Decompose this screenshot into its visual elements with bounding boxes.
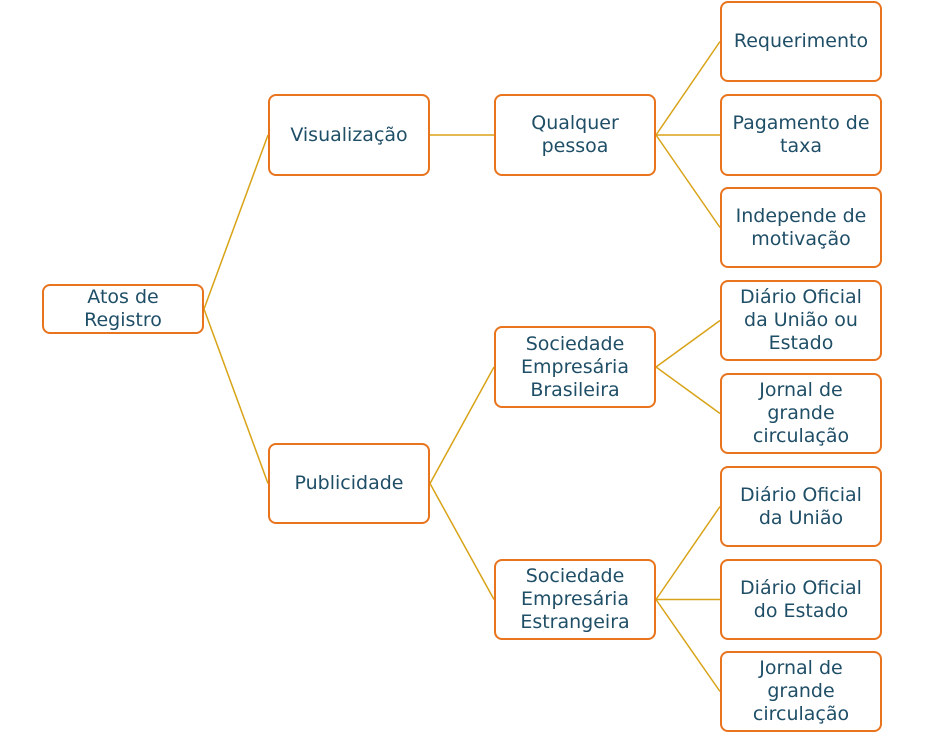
node-requerimento: Requerimento — [720, 1, 882, 82]
node-qualquer-pessoa: Qualquer pessoa — [494, 94, 656, 176]
node-sociedade-empresaria-brasileira: Sociedade Empresária Brasileira — [494, 326, 656, 408]
node-jornal-grande-circulacao-estrangeira: Jornal de grande circulação — [720, 651, 882, 732]
connector-sociedade_brasileira-jornal_grande_circulacao_1 — [655, 366, 721, 415]
connector-qualquer_pessoa-independe_motivacao — [655, 134, 721, 228]
connector-sociedade_estrangeira-jornal_grande_circulacao_2 — [655, 599, 721, 692]
node-diario-oficial-uniao: Diário Oficial da União — [720, 466, 882, 547]
node-visualizacao: Visualização — [268, 94, 430, 176]
node-jornal-grande-circulacao-brasileira: Jornal de grande circulação — [720, 373, 882, 454]
connector-sociedade_estrangeira-diario_uniao — [655, 506, 721, 600]
node-independe-de-motivacao: Independe de motivação — [720, 187, 882, 268]
node-diario-oficial-estado: Diário Oficial do Estado — [720, 559, 882, 640]
node-atos-de-registro: Atos de Registro — [42, 284, 204, 334]
connector-qualquer_pessoa-requerimento — [655, 41, 721, 136]
node-publicidade: Publicidade — [268, 443, 430, 524]
node-diario-oficial-uniao-ou-estado: Diário Oficial da União ou Estado — [720, 280, 882, 361]
connector-root-visualizacao — [203, 134, 269, 310]
node-pagamento-de-taxa: Pagamento de taxa — [720, 94, 882, 176]
node-sociedade-empresaria-estrangeira: Sociedade Empresária Estrangeira — [494, 559, 656, 640]
connector-sociedade_brasileira-diario_uniao_estado — [655, 319, 721, 368]
connector-root-publicidade — [203, 308, 269, 484]
connector-publicidade-sociedade_estrangeira — [429, 483, 495, 600]
connector-publicidade-sociedade_brasileira — [429, 366, 495, 484]
